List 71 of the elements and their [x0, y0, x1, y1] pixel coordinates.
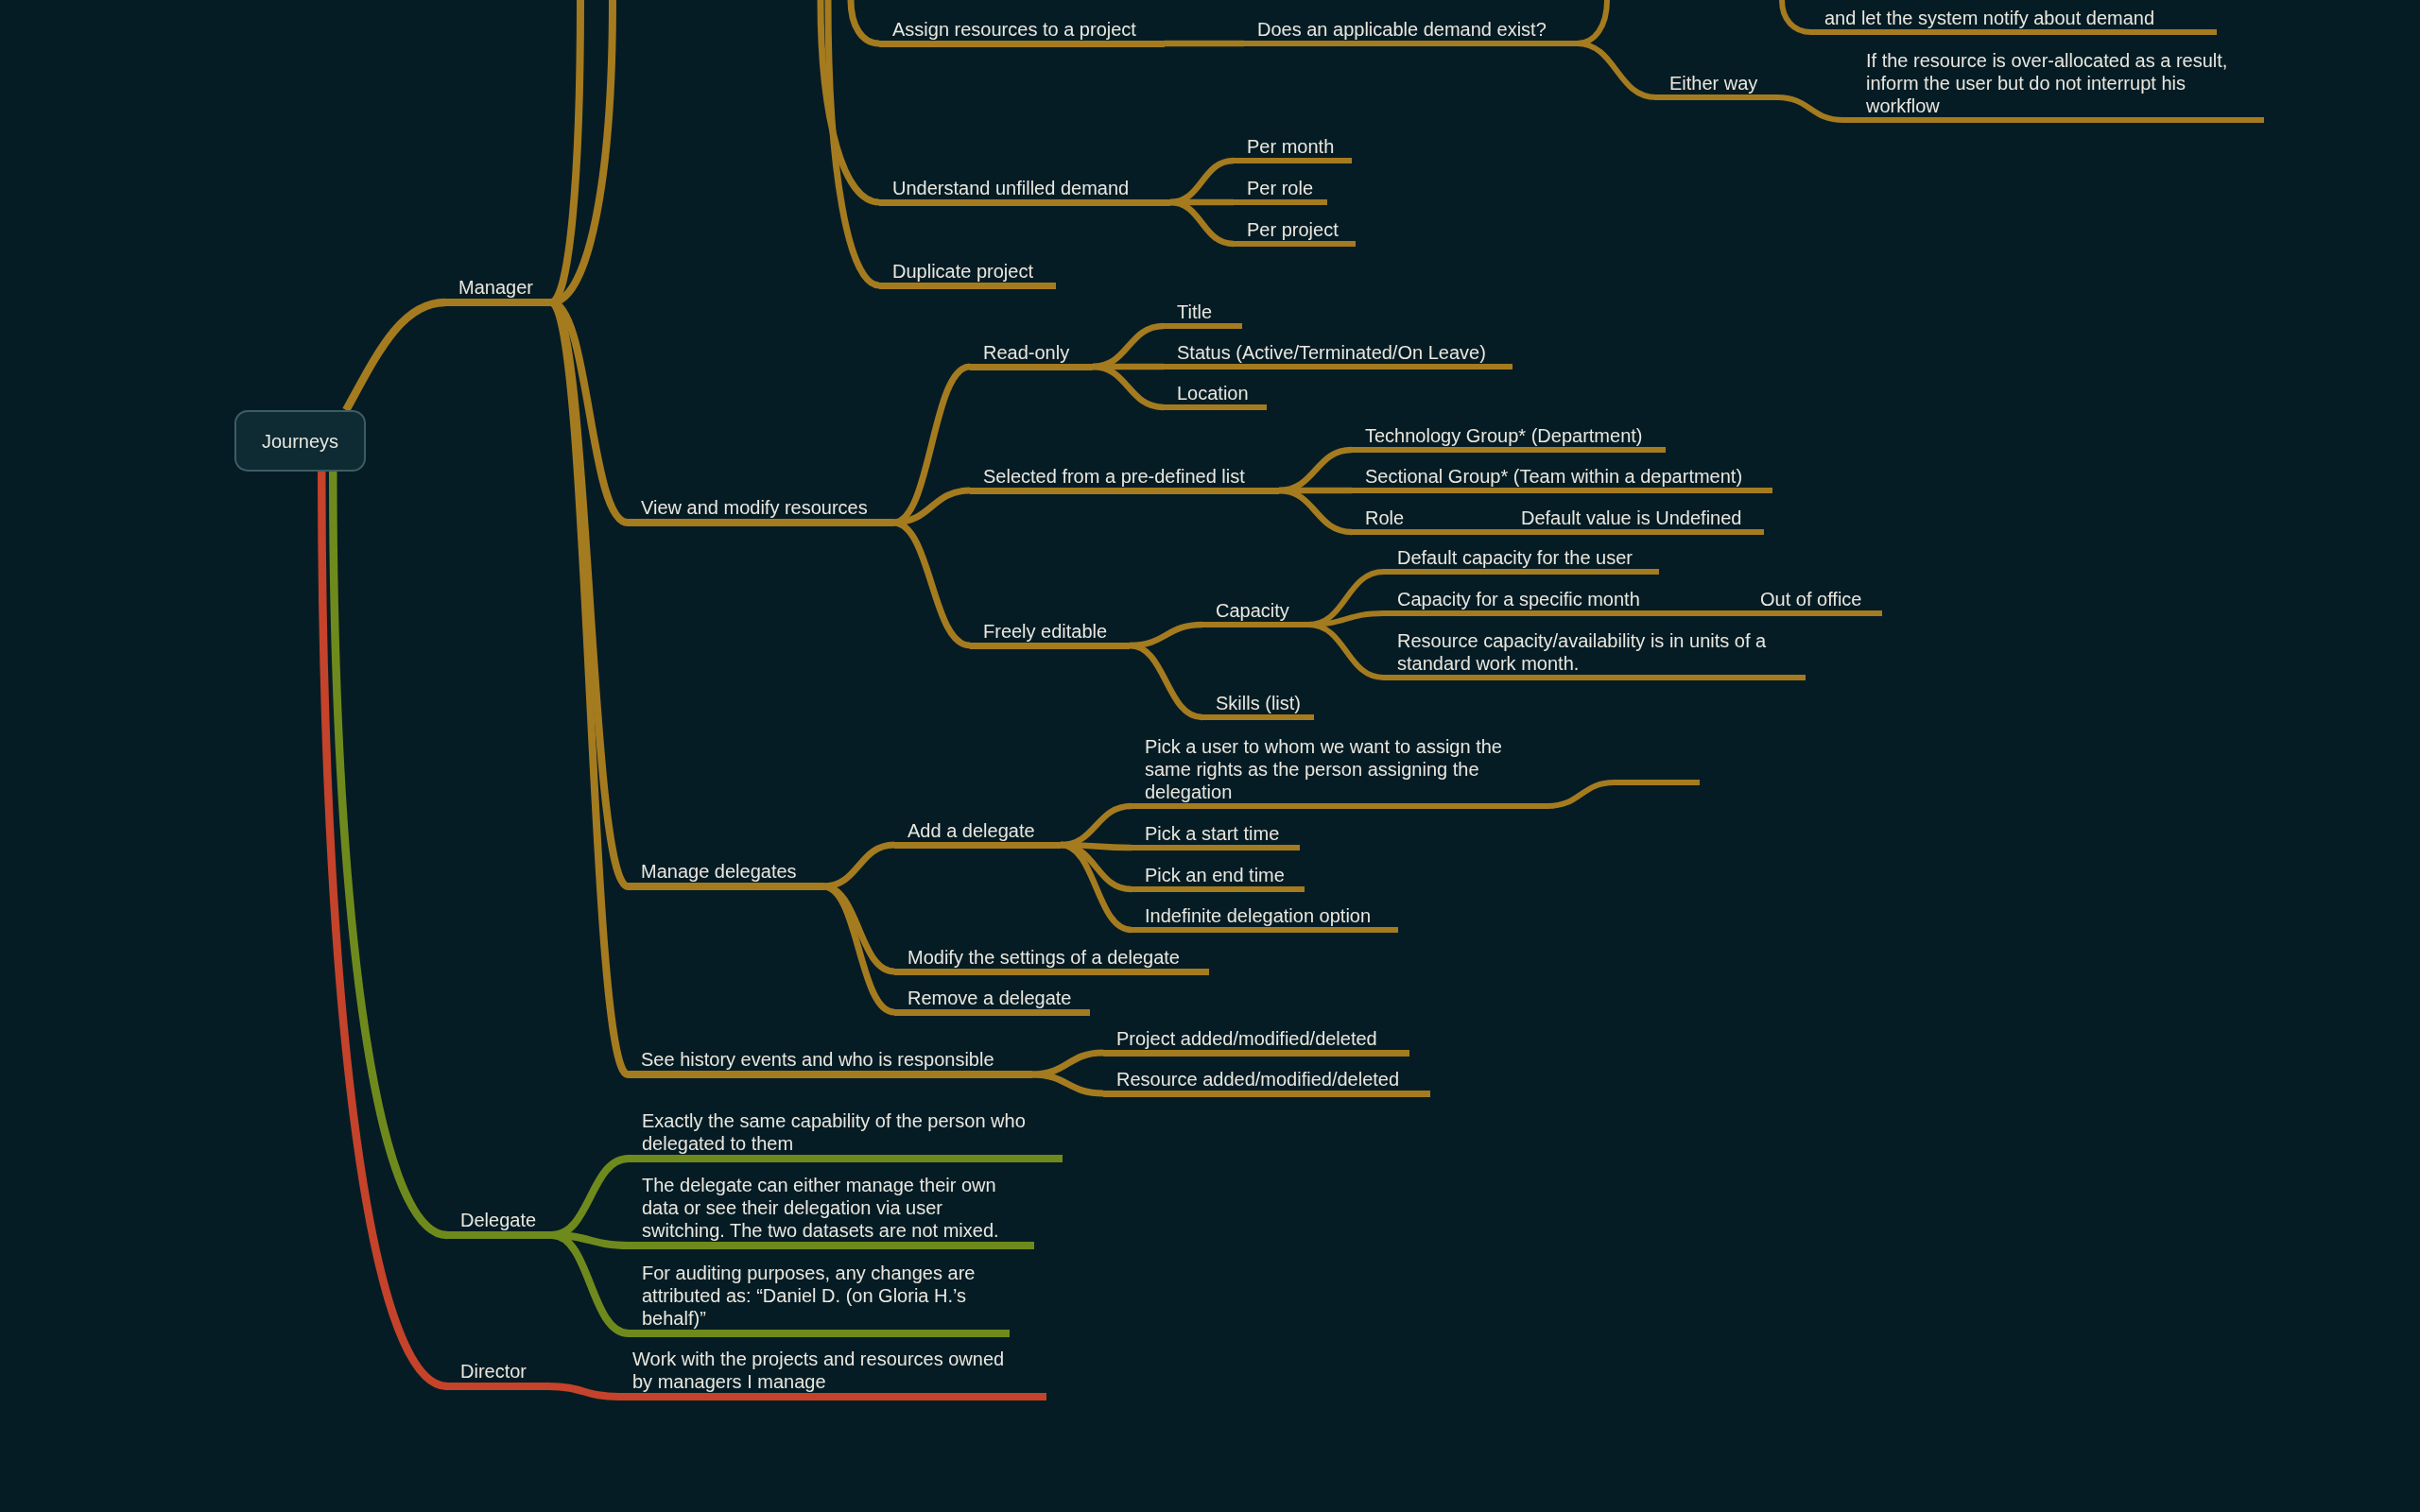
branch-topic: Does an applicable demand exist? [1244, 18, 1577, 47]
branch-connector [892, 519, 971, 649]
branch-connector [1129, 642, 1203, 721]
branch-connector [847, 0, 880, 47]
branch-topic: Sectional Group* (Team within a department) [1352, 465, 1772, 494]
branch-topic: Add a delegate [894, 818, 1061, 849]
branch-connector [1779, 0, 1812, 35]
branch-topic: If the resource is over-allocated as a result, inform the user but do not interrupt his workflow [1843, 49, 2264, 123]
branch-topic: View and modify resources [628, 496, 893, 526]
branch-topic: and let the system notify about demand [1811, 7, 2217, 35]
branch-connector [824, 0, 881, 289]
branch-topic: Role [1352, 507, 1418, 536]
branch-topic: Resource capacity/availability is in units of a standard work month. [1384, 629, 1806, 680]
branch-topic: Exactly the same capability of the person who delegated to them [629, 1109, 1063, 1162]
branch-topic: Director [447, 1360, 548, 1391]
branch-connector [822, 883, 895, 1016]
branch-topic: The delegate can either manage their own data or see their delegation via user switching. The two datasets are not mixed. [629, 1174, 1034, 1249]
branch-topic: Pick a start time [1132, 822, 1300, 851]
branch-connector [892, 487, 971, 526]
branch-topic: Resource added/modified/deleted [1103, 1067, 1430, 1097]
root-topic-box: Journeys [234, 410, 366, 472]
branch-topic: Capacity for a specific month [1384, 588, 1668, 616]
branch-connector [318, 471, 449, 1390]
branch-connector [1031, 1071, 1104, 1097]
branch-connector [1060, 841, 1132, 934]
branch-connector [1576, 41, 1657, 100]
branch-topic: Pick an end time [1132, 864, 1305, 893]
branch-topic: Manage delegates [628, 860, 823, 890]
branch-topic: Selected from a pre-defined list [970, 464, 1279, 494]
branch-topic: Capacity [1202, 599, 1308, 628]
branch-topic: Manager [445, 276, 551, 307]
branch-topic: Indefinite delegation option [1132, 904, 1398, 934]
branch-connector [1418, 529, 1508, 535]
branch-topic: Status (Active/Terminated/On Leave) [1164, 341, 1512, 370]
branch-connector [1092, 363, 1165, 411]
branch-topic: Work with the projects and resources owned by managers I manage [619, 1348, 1046, 1400]
branch-topic: Delegate [447, 1209, 552, 1240]
branch-topic: Per project [1234, 218, 1356, 248]
branch-topic: Pick a user to whom we want to assign the same rights as the person assigning the delegation [1132, 735, 1547, 810]
branch-topic: Understand unfilled demand [879, 176, 1170, 206]
branch-connector [547, 1383, 620, 1400]
branch-topic: Default capacity for the user [1384, 546, 1659, 575]
branch-connector [551, 1231, 630, 1337]
branch-connector [822, 841, 895, 890]
branch-topic: Default value is Undefined [1508, 507, 1764, 535]
branch-topic: Project added/modified/deleted [1103, 1026, 1409, 1057]
branch-connector [329, 471, 449, 1239]
branch-connector [817, 0, 880, 206]
branch-topic: For auditing purposes, any changes are attributed as: “Daniel D. (on Gloria H.’s behalf)” [629, 1262, 1010, 1337]
branch-connector [1547, 780, 1616, 809]
branch-topic: Assign resources to a project [879, 17, 1165, 47]
branch-topic: Technology Group* (Department) [1352, 424, 1666, 454]
branch-connector [342, 298, 446, 413]
branch-topic: Skills (list) [1202, 692, 1314, 721]
branch-topic: Per role [1234, 177, 1327, 206]
branch-topic: See history events and who is responsible [628, 1048, 1032, 1078]
branch-connector [1668, 610, 1747, 616]
branch-topic: Out of office [1747, 588, 1882, 616]
branch-topic: Modify the settings of a delegate [894, 945, 1209, 975]
branch-topic: Read-only [970, 340, 1093, 370]
branch-connector [1776, 94, 1844, 123]
branch-topic: Remove a delegate [894, 986, 1090, 1016]
branch-connector [1307, 622, 1385, 680]
branch-topic: Per month [1234, 135, 1352, 164]
branch-topic: Title [1164, 301, 1242, 330]
branch-topic: Duplicate project [879, 259, 1056, 289]
branch-topic: Either way [1656, 72, 1777, 100]
branch-topic: Freely editable [970, 619, 1130, 649]
branch-connector [1169, 198, 1235, 248]
branch-topic: Location [1164, 382, 1267, 411]
branch-connector [1278, 487, 1353, 536]
